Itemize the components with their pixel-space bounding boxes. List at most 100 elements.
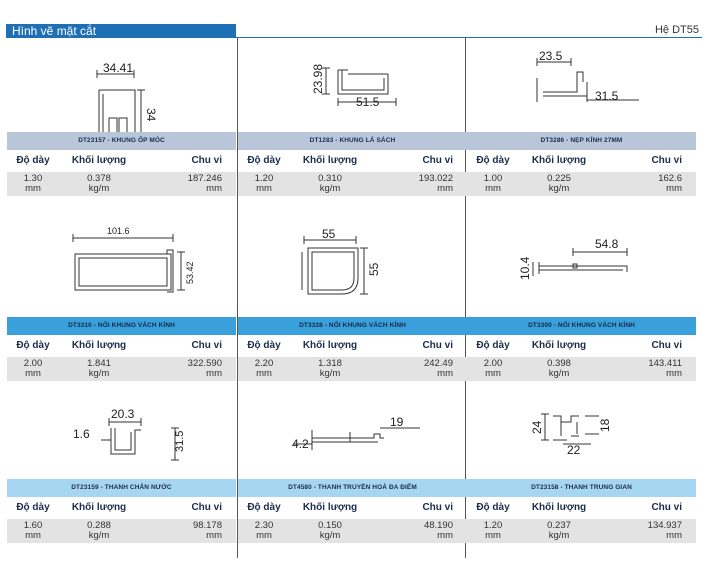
dim-right: 19 <box>390 415 404 429</box>
weight-header: Khối lượng <box>71 502 127 513</box>
thickness-value: 1.60 <box>23 520 43 531</box>
dim-side: 1.6 <box>73 427 90 441</box>
spec-header: Độ dày Khối lượng Chu vi <box>467 337 696 355</box>
weight-header: Khối lượng <box>71 340 127 351</box>
thickness-header: Độ dày <box>476 155 510 166</box>
thickness-value: 2.00 <box>483 358 503 369</box>
perimeter-header: Chu vi <box>651 340 682 351</box>
perimeter-header: Chu vi <box>191 340 222 351</box>
perimeter-unit: mm <box>437 367 453 379</box>
dim-bottom: 22 <box>567 443 581 457</box>
thickness-unit: mm <box>256 529 272 541</box>
thickness-header: Độ dày <box>16 340 50 351</box>
weight-value: 1.841 <box>87 358 111 369</box>
weight-unit: kg/m <box>88 182 110 194</box>
dim-height: 34 <box>144 108 158 122</box>
series-label: Hệ DT55 <box>654 24 699 36</box>
weight-header: Khối lượng <box>531 340 587 351</box>
profile-name: DT3286 - NẸP KÍNH 27MM <box>467 132 696 150</box>
perimeter-unit: mm <box>666 367 682 379</box>
dim-left: 4.2 <box>292 437 309 451</box>
profile-drawing: 23.5 31.5 <box>536 49 639 103</box>
column-divider <box>465 38 466 558</box>
weight-header: Khối lượng <box>71 155 127 166</box>
spec-header: Độ dày Khối lượng Chu vi <box>238 499 467 517</box>
perimeter-value: 187.246 <box>187 173 222 184</box>
thickness-value: 1.20 <box>254 173 274 184</box>
perimeter-unit: mm <box>437 182 453 194</box>
weight-value: 0.288 <box>87 520 111 531</box>
weight-unit: kg/m <box>319 182 341 194</box>
weight-unit: kg/m <box>319 529 341 541</box>
profile-name: DT23158 - THANH TRUNG GIAN <box>467 479 696 497</box>
weight-value: 0.237 <box>547 520 571 531</box>
profile-drawing: 20.3 1.6 31.5 <box>73 407 186 461</box>
dim-height: 10.4 <box>518 256 532 280</box>
dim-height: 55 <box>367 262 381 276</box>
profile-drawing: 23.98 51.5 <box>311 64 397 109</box>
dim-width: 101.6 <box>107 226 130 236</box>
thickness-unit: mm <box>25 529 41 541</box>
thickness-value: 1.00 <box>483 173 503 184</box>
dim-height: 23.98 <box>311 64 325 94</box>
perimeter-header: Chu vi <box>422 340 453 351</box>
profile-drawing: 34.41 34 <box>96 61 158 132</box>
profile-name: DT23157 - KHUNG ỐP MÓC <box>7 132 236 150</box>
thickness-value: 1.20 <box>483 520 503 531</box>
perimeter-header: Chu vi <box>651 155 682 166</box>
weight-header: Khối lượng <box>302 155 358 166</box>
thickness-header: Độ dày <box>476 502 510 513</box>
thickness-unit: mm <box>485 529 501 541</box>
spec-header: Độ dày Khối lượng Chu vi <box>467 152 696 170</box>
profile-drawing: 54.8 10.4 <box>518 237 628 280</box>
perimeter-value: 322.590 <box>187 358 222 369</box>
thickness-value: 1.30 <box>23 173 43 184</box>
spec-header: Độ dày Khối lượng Chu vi <box>467 499 696 517</box>
profile-name: DT4580 - THANH TRUYỀN HOÀ ĐA ĐIỂM <box>238 479 467 497</box>
thickness-header: Độ dày <box>247 155 281 166</box>
spec-header: Độ dày Khối lượng Chu vi <box>7 337 236 355</box>
weight-unit: kg/m <box>88 367 110 379</box>
weight-value: 0.310 <box>318 173 342 184</box>
weight-header: Khối lượng <box>302 340 358 351</box>
weight-unit: kg/m <box>88 529 110 541</box>
dim-width: 54.8 <box>595 237 619 251</box>
perimeter-value: 48.190 <box>423 520 453 531</box>
spec-header: Độ dày Khối lượng Chu vi <box>238 337 467 355</box>
thickness-unit: mm <box>485 367 501 379</box>
weight-value: 0.378 <box>87 173 111 184</box>
thickness-value: 2.00 <box>23 358 43 369</box>
spec-header: Độ dày Khối lượng Chu vi <box>238 152 467 170</box>
thickness-unit: mm <box>485 182 501 194</box>
thickness-unit: mm <box>256 182 272 194</box>
section-title: Hình vẽ mặt cắt <box>6 24 236 38</box>
perimeter-value: 98.178 <box>192 520 222 531</box>
dim-left: 24 <box>530 420 544 434</box>
dim-width: 55 <box>322 227 336 241</box>
header-rule <box>236 37 702 38</box>
weight-value: 0.398 <box>547 358 571 369</box>
dim-top: 20.3 <box>111 407 135 421</box>
spec-header: Độ dày Khối lượng Chu vi <box>7 152 236 170</box>
perimeter-header: Chu vi <box>422 502 453 513</box>
dim-height: 53.42 <box>185 261 195 284</box>
weight-value: 1.318 <box>318 358 342 369</box>
weight-value: 0.150 <box>318 520 342 531</box>
thickness-value: 2.30 <box>254 520 274 531</box>
dim-height: 31.5 <box>174 431 186 452</box>
perimeter-unit: mm <box>666 182 682 194</box>
thickness-value: 2.20 <box>254 358 274 369</box>
thickness-unit: mm <box>256 367 272 379</box>
perimeter-unit: mm <box>206 529 222 541</box>
thickness-header: Độ dày <box>247 340 281 351</box>
perimeter-value: 162.6 <box>658 173 682 184</box>
perimeter-header: Chu vi <box>422 155 453 166</box>
weight-unit: kg/m <box>548 529 570 541</box>
weight-value: 0.225 <box>547 173 571 184</box>
perimeter-value: 143.411 <box>648 358 682 369</box>
